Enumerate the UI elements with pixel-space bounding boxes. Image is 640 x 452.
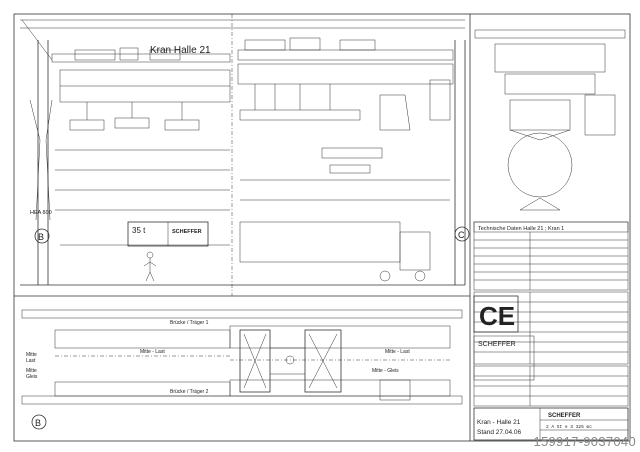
sheet-frame-outer xyxy=(13,13,631,442)
axis-label-c-top: C xyxy=(458,230,465,240)
ce-box xyxy=(473,295,519,333)
crane-side-view xyxy=(474,29,626,211)
bridge-lower-label: Brücke / Träger 2 xyxy=(170,389,209,395)
axis-label-b-top: B xyxy=(38,232,44,242)
ce-mark: CE xyxy=(479,301,515,331)
title-name: Kran - Halle 21 xyxy=(477,419,521,426)
axis-marker-b-top xyxy=(34,228,50,244)
tech-data-title: Technische Daten Halle 21 ; Kran 1 xyxy=(478,226,564,232)
mitte-last-center-label: Mitte - Last xyxy=(140,349,165,355)
load-circle xyxy=(507,132,573,198)
crane-plan-view xyxy=(21,309,463,430)
drawing-title: Kran Halle 21 xyxy=(150,45,211,56)
axis-label-b-bottom: B xyxy=(35,418,41,428)
title-number: 2 A St e 3 325 mc xyxy=(546,424,592,430)
trailer xyxy=(239,221,401,263)
brand-small-label: SCHEFFER xyxy=(172,229,202,235)
brand-info-box xyxy=(473,335,535,381)
mitte-gleis-right-label: Mitte - Gleis xyxy=(372,368,399,374)
mitte-last-right-label: Mitte - Last xyxy=(385,349,410,355)
trolley-right xyxy=(304,329,342,393)
title-block xyxy=(473,407,629,441)
truck-cab xyxy=(399,231,431,271)
listing-id-watermark: 159917-9037040 xyxy=(533,434,636,449)
axis-marker-c-top xyxy=(454,226,470,242)
axis-marker-b-bottom xyxy=(31,414,47,430)
title-block-brand: SCHEFFER xyxy=(548,413,581,419)
brand-label: SCHEFFER xyxy=(478,341,516,348)
hea-label: HEA 800 xyxy=(30,210,52,216)
bridge-upper-label: Brücke / Träger 1 xyxy=(170,320,209,326)
hall-elevation-middle xyxy=(237,37,470,285)
capacity-label: 35 t xyxy=(132,226,146,235)
trolley-left xyxy=(239,329,271,393)
title-date: Stand 27.04.06 xyxy=(477,429,521,436)
hall-elevation-left xyxy=(20,19,465,286)
